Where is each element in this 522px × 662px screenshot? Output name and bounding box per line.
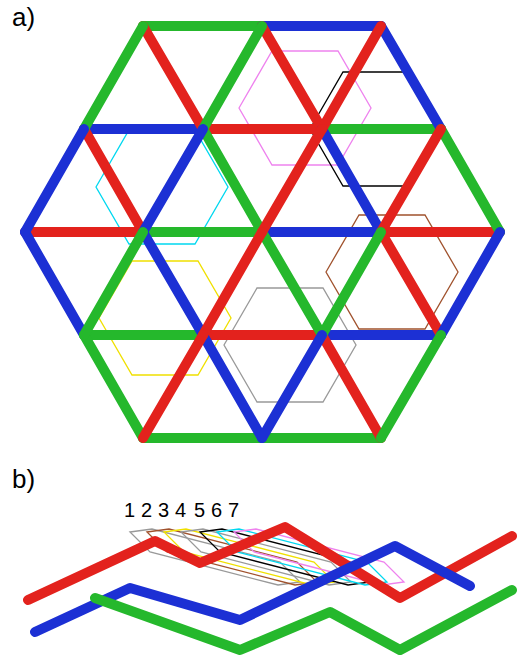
side-rods xyxy=(28,527,512,650)
rod-segment xyxy=(84,124,203,134)
rod-net xyxy=(25,26,500,438)
blue-rod xyxy=(35,546,470,632)
rod-segment xyxy=(143,433,262,443)
rod-segment xyxy=(262,335,322,438)
rod-segment xyxy=(262,433,381,443)
rod-segment xyxy=(441,232,500,335)
rod-segment xyxy=(203,330,322,340)
callout-number: 6 xyxy=(211,500,222,520)
rod-segment xyxy=(143,21,262,31)
callout-number: 5 xyxy=(194,500,205,520)
rod-segment xyxy=(322,124,441,134)
rod-segment xyxy=(84,26,143,129)
callout-number: 2 xyxy=(141,500,152,520)
rod-segment xyxy=(322,330,441,340)
callout-number: 1 xyxy=(124,500,135,520)
brown-hexagon xyxy=(147,529,317,585)
rod-segment xyxy=(203,129,262,232)
rod-segment xyxy=(203,124,322,134)
rod-segment xyxy=(381,26,441,129)
callout-number: 4 xyxy=(175,500,186,520)
green-rod xyxy=(95,590,512,650)
panel-label: b) xyxy=(12,466,35,492)
rod-segment xyxy=(322,335,381,438)
rod-segment xyxy=(203,232,262,335)
rod-segment xyxy=(381,232,441,335)
rod-segment xyxy=(84,232,143,335)
callout-number: 7 xyxy=(228,500,239,520)
rod-segment xyxy=(381,129,441,232)
rod-segment xyxy=(84,129,143,232)
rod-segment xyxy=(143,232,203,335)
rod-segment xyxy=(381,335,441,438)
rod-segment xyxy=(262,227,381,237)
rod-segment xyxy=(84,335,143,438)
red-rod xyxy=(28,527,512,600)
rod-segment xyxy=(262,21,381,31)
rod-segment xyxy=(262,129,322,232)
rod-segment xyxy=(262,26,322,129)
rod-segment xyxy=(203,26,262,129)
rod-segment xyxy=(441,129,500,232)
rod-segment xyxy=(143,129,203,232)
rod-segment xyxy=(322,232,381,335)
rod-segment xyxy=(25,232,84,335)
rod-segment xyxy=(143,227,262,237)
rod-segment xyxy=(25,129,84,232)
rod-segment xyxy=(143,335,203,438)
callout-number: 3 xyxy=(158,500,169,520)
hexagon-overlays xyxy=(96,51,458,402)
rod-segment xyxy=(25,227,143,237)
panel-label: a) xyxy=(12,4,35,30)
rod-segment xyxy=(381,227,500,237)
rod-segment xyxy=(322,129,381,232)
rod-segment xyxy=(262,232,322,335)
rod-segment xyxy=(203,335,262,438)
rod-segment xyxy=(143,26,203,129)
rod-segment xyxy=(84,330,203,340)
rod-segment xyxy=(322,26,381,129)
